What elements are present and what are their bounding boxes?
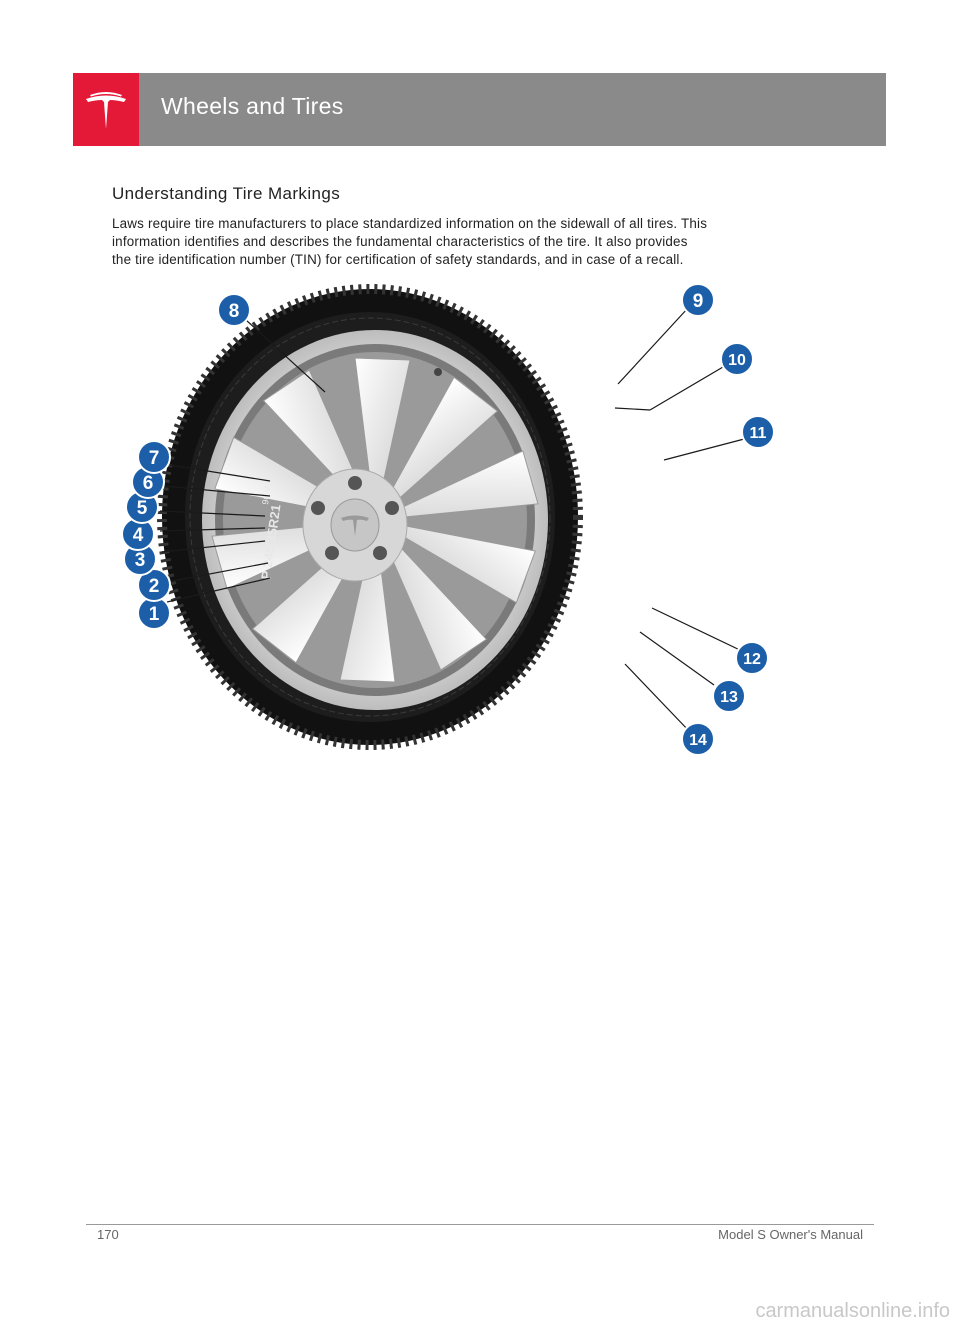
tesla-t-logo-icon	[73, 73, 139, 146]
tesla-logo	[73, 73, 139, 146]
callout-13: 13	[713, 680, 745, 712]
svg-text:5: 5	[137, 498, 148, 519]
svg-text:7: 7	[149, 448, 160, 469]
callout-8: 8	[218, 294, 250, 326]
callout-10: 10	[721, 343, 753, 375]
watermark: carmanualsonline.info	[755, 1300, 950, 1323]
intro-paragraph: Laws require tire manufacturers to place…	[112, 215, 812, 269]
svg-text:11: 11	[750, 425, 767, 442]
callout-14: 14	[682, 723, 714, 755]
manual-name: Model S Owner's Manual	[718, 1227, 863, 1242]
svg-text:8: 8	[229, 301, 240, 322]
header-title: Wheels and Tires	[161, 93, 344, 120]
page-number: 170	[97, 1227, 119, 1242]
section-title: Understanding Tire Markings	[112, 184, 340, 204]
intro-line-1: Laws require tire manufacturers to place…	[112, 216, 707, 231]
svg-text:4: 4	[133, 525, 144, 546]
intro-line-3: the tire identification number (TIN) for…	[112, 252, 684, 267]
svg-text:10: 10	[728, 352, 746, 369]
svg-text:2: 2	[149, 576, 160, 597]
svg-text:6: 6	[143, 473, 154, 494]
callout-11: 11	[742, 416, 774, 448]
callout-12: 12	[736, 642, 768, 674]
svg-text:3: 3	[135, 550, 146, 571]
svg-text:12: 12	[743, 651, 761, 668]
page-header: Wheels and Tires	[73, 73, 886, 146]
footer-rule	[86, 1224, 874, 1225]
callout-7: 7	[138, 441, 170, 473]
svg-text:14: 14	[689, 732, 707, 749]
intro-line-2: information identifies and describes the…	[112, 234, 688, 249]
svg-text:9: 9	[693, 291, 704, 312]
svg-text:1: 1	[149, 604, 160, 625]
callout-9: 9	[682, 284, 714, 316]
tire-markings-figure: P 245/35R21 96 V 1 2 3 4 5 6 7 8 9 10 11…	[110, 280, 800, 760]
svg-text:13: 13	[720, 689, 738, 706]
